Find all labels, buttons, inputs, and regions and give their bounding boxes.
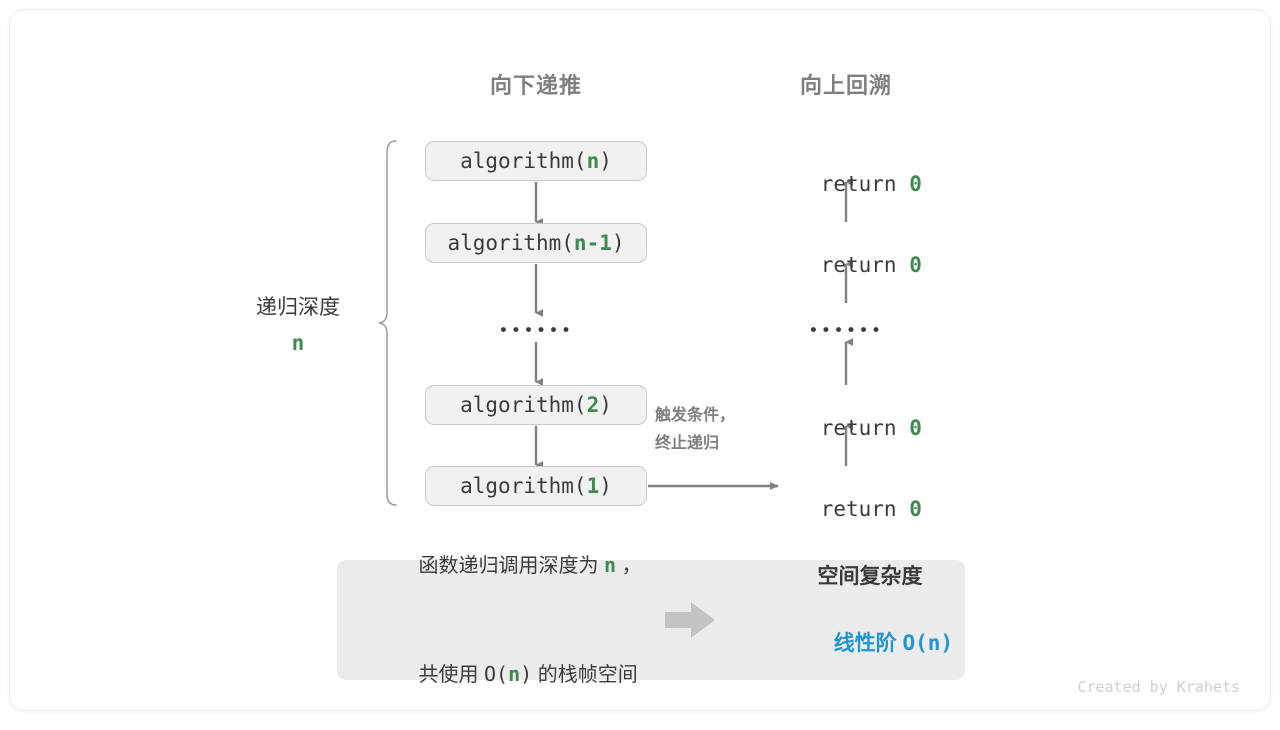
return-keyword-3: return bbox=[820, 416, 910, 440]
return-label-2: return 0 bbox=[746, 229, 946, 301]
block-arrow-right-icon bbox=[665, 602, 715, 638]
summary-result-value: 线性阶 O(n) bbox=[775, 603, 965, 681]
call-box-n-prefix: algorithm( bbox=[460, 149, 587, 173]
recursion-depth-label: 递归深度 bbox=[256, 296, 340, 319]
summary-result-title: 空间复杂度 bbox=[817, 564, 923, 588]
return-label-4: return 0 bbox=[746, 473, 946, 545]
recursion-depth-annotation: 递归深度 n bbox=[218, 291, 378, 355]
summary-result: 空间复杂度 线性阶 O(n) bbox=[775, 560, 965, 681]
summary-result-value-notation: O(n) bbox=[902, 630, 954, 655]
summary-line-2-close: ) bbox=[520, 662, 533, 686]
summary-line-1-text-a: 函数递归调用深度为 bbox=[418, 555, 605, 577]
header-upward: 向上回溯 bbox=[799, 73, 892, 98]
call-box-n-minus-1-prefix: algorithm( bbox=[447, 231, 574, 255]
call-box-1-prefix: algorithm( bbox=[460, 474, 587, 498]
summary-line-2-text-a: 共使用 bbox=[418, 664, 485, 686]
summary-line-2-o: O( bbox=[484, 662, 509, 686]
return-value-1: 0 bbox=[909, 172, 922, 196]
call-box-n-minus-1[interactable]: algorithm(n-1) bbox=[425, 223, 647, 263]
summary-line-1: 函数递归调用深度为 n ， bbox=[374, 511, 659, 620]
diagram-canvas: 向下递推 向上回溯 递归深度 n algorithm(n) algorithm(… bbox=[10, 10, 1270, 710]
call-box-1-suffix: ) bbox=[599, 474, 612, 498]
recursion-depth-value: n bbox=[291, 331, 305, 355]
return-value-3: 0 bbox=[909, 416, 922, 440]
return-keyword-4: return bbox=[820, 497, 910, 521]
call-box-n-suffix: ) bbox=[599, 149, 612, 173]
summary-result-value-label: 线性阶 bbox=[833, 631, 903, 655]
base-case-note-line1: 触发条件， bbox=[655, 407, 736, 424]
summary-line-2-n: n bbox=[508, 662, 521, 686]
summary-line-1-text-b: ， bbox=[616, 555, 642, 577]
call-box-2[interactable]: algorithm(2) bbox=[425, 385, 647, 425]
return-keyword-2: return bbox=[820, 253, 910, 277]
call-box-n[interactable]: algorithm(n) bbox=[425, 141, 647, 181]
call-box-2-suffix: ) bbox=[599, 393, 612, 417]
call-box-n-minus-1-suffix: ) bbox=[611, 231, 625, 255]
call-box-1[interactable]: algorithm(1) bbox=[425, 466, 647, 506]
call-box-n-arg: n bbox=[586, 149, 600, 173]
summary-line-2: 共使用 O(n) 的栈帧空间 bbox=[374, 620, 659, 729]
summary-line-1-n: n bbox=[604, 553, 617, 577]
call-box-1-arg: 1 bbox=[586, 474, 600, 498]
credit-text: Created by Krahets bbox=[1077, 678, 1240, 696]
summary-line-2-text-b: 的栈帧空间 bbox=[532, 664, 638, 686]
call-box-2-arg: 2 bbox=[586, 393, 600, 417]
summary-description: 函数递归调用深度为 n ， 共使用 O(n) 的栈帧空间 bbox=[374, 511, 659, 729]
return-value-4: 0 bbox=[909, 497, 922, 521]
base-case-note: 触发条件， 终止递归 bbox=[655, 402, 735, 458]
header-downward: 向下递推 bbox=[489, 73, 582, 98]
return-keyword-1: return bbox=[820, 172, 910, 196]
call-box-n-minus-1-arg: n-1 bbox=[573, 231, 612, 255]
complexity-summary-panel: 函数递归调用深度为 n ， 共使用 O(n) 的栈帧空间 空间复杂度 线性阶 O… bbox=[337, 553, 965, 686]
call-box-2-prefix: algorithm( bbox=[460, 393, 587, 417]
return-label-3: return 0 bbox=[746, 392, 946, 464]
call-stack-ellipsis: •••••• bbox=[498, 321, 574, 341]
return-ellipsis: •••••• bbox=[808, 321, 884, 341]
depth-brace-icon bbox=[378, 140, 397, 506]
return-label-1: return 0 bbox=[746, 148, 946, 220]
return-value-2: 0 bbox=[909, 253, 922, 277]
base-case-note-line2: 终止递归 bbox=[655, 435, 720, 452]
